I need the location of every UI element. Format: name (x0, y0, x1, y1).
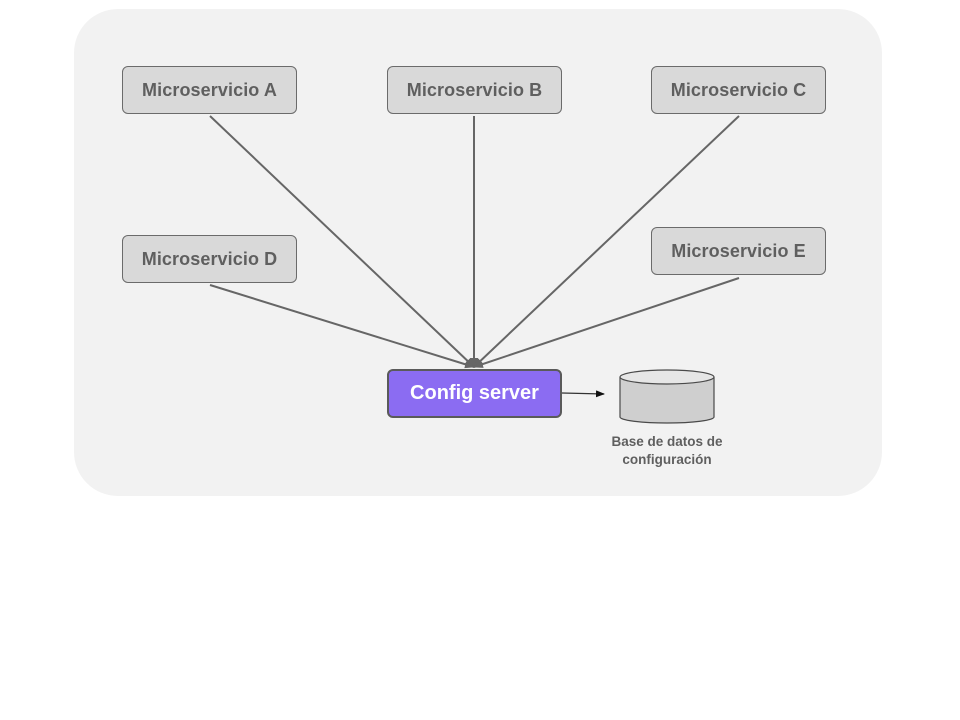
microservice-b-node[interactable]: Microservicio B (387, 66, 562, 114)
microservice-c-node[interactable]: Microservicio C (651, 66, 826, 114)
microservice-e-node[interactable]: Microservicio E (651, 227, 826, 275)
config-server-node[interactable]: Config server (387, 369, 562, 418)
edge-c-to-config (473, 115, 740, 368)
edge-a-to-config (209, 115, 475, 368)
database-label: Base de datos de configuración (597, 433, 737, 469)
edge-e-to-config (473, 277, 740, 368)
database-icon (619, 369, 715, 424)
edge-config-to-database (561, 390, 605, 398)
database-label-line-1: Base de datos de (611, 434, 723, 449)
microservice-d-node[interactable]: Microservicio D (122, 235, 297, 283)
database-label-line-2: configuración (622, 452, 712, 467)
edge-d-to-config (209, 284, 475, 369)
microservice-a-node[interactable]: Microservicio A (122, 66, 297, 114)
